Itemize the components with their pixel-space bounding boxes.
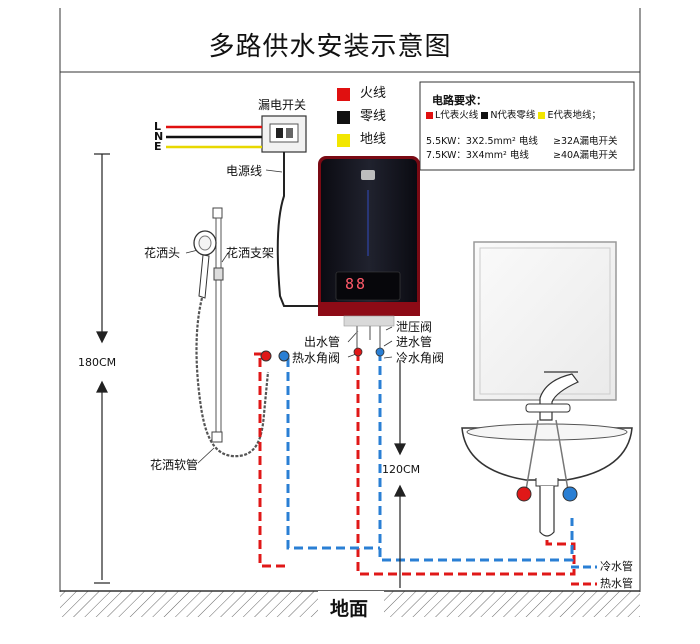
shower-head-label: 花洒头 (144, 246, 181, 260)
room-outline (59, 8, 641, 592)
cold-pipe-legend-label: 冷水管 (600, 560, 633, 573)
requirements-box (419, 81, 635, 171)
heater-fittings (356, 326, 381, 352)
neutral-code-swatch (481, 112, 489, 119)
shower-bracket-label: 花洒支架 (226, 246, 275, 260)
shower-rail (211, 207, 224, 443)
shower-valves (260, 347, 385, 362)
height-label-180: 180CM (78, 356, 117, 369)
leakage-switch (261, 115, 307, 153)
power-cord-label: 电源线 (226, 164, 263, 178)
basin-supply (516, 419, 578, 502)
ground-label: 地面 (330, 598, 369, 620)
live-code-text: L代表火线 (435, 110, 479, 121)
height-dimension-120 (394, 360, 406, 588)
power-cord (276, 152, 320, 307)
requirement-row-5kw: 5.5KW：3X2.5mm² 电线 (426, 136, 538, 147)
wash-basin (461, 423, 633, 537)
outlet-pipe-label: 出水管 (304, 335, 341, 349)
wire-letter-e: E (154, 140, 162, 153)
leakage-switch-label: 漏电开关 (258, 98, 307, 112)
supply-wires (166, 125, 262, 149)
water-heater (318, 156, 420, 327)
legend-earth-wire: 地线 (360, 132, 387, 147)
mirror (473, 241, 617, 401)
height-label-120: 120CM (382, 463, 421, 476)
legend-neutral-wire: 零线 (360, 109, 387, 124)
cold-water-pipes (286, 352, 574, 562)
shower-hose-label: 花洒软管 (150, 458, 199, 472)
hot-angle-valve-label: 热水角阀 (292, 351, 341, 365)
breaker-row-5kw: ≥32A漏电开关 (553, 136, 618, 147)
hot-pipe-legend-label: 热水管 (600, 577, 633, 590)
requirements-heading: 电路要求： (432, 94, 487, 107)
shower-hose (195, 297, 270, 458)
heater-display: 88 (345, 275, 368, 293)
height-dimension-180 (94, 153, 110, 584)
neutral-code-text: N代表零线 (490, 110, 536, 121)
inlet-pipe-label: 进水管 (396, 335, 433, 349)
wire-letter-l: L (154, 120, 162, 133)
live-code-swatch (426, 112, 433, 119)
basin-faucet (525, 371, 579, 421)
earth-code-swatch (538, 112, 546, 119)
wire-color-legend (337, 88, 350, 147)
requirement-row-7kw: 7.5KW：3X4mm² 电线 (426, 150, 529, 161)
pressure-valve-label: 泄压阀 (396, 320, 433, 334)
diagram-title: 多路供水安装示意图 (208, 32, 452, 62)
earth-code-text: E代表地线； (547, 110, 601, 121)
shower-head (193, 230, 217, 299)
wire-letter-n: N (154, 130, 164, 143)
wire-code-list: L代表火线 N代表零线 E代表地线； (426, 110, 601, 122)
pipe-legend-lines (571, 565, 597, 586)
ground-floor (60, 590, 640, 617)
cold-angle-valve-label: 冷水角阀 (396, 351, 445, 365)
legend-live-wire: 火线 (360, 86, 387, 101)
breaker-row-7kw: ≥40A漏电开关 (553, 150, 618, 161)
